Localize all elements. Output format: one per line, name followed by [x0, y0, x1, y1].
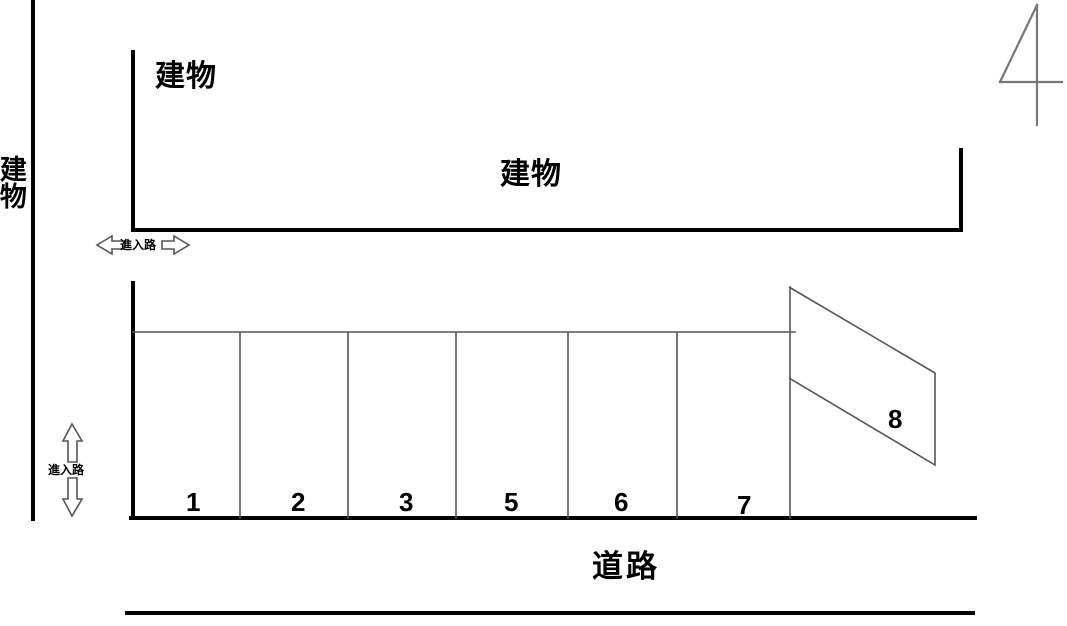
label-building-center: 建物: [500, 158, 562, 191]
label-building-top-left: 建物: [155, 60, 217, 93]
parking-stall-grid: [132, 286, 796, 519]
parking-stall-number-2: 2: [291, 487, 306, 517]
entry-arrow-horizontal: [95, 234, 191, 256]
label-road-bottom: 道路: [592, 549, 660, 584]
page-mark-4-glyph: [998, 3, 1064, 127]
parking-stall-number-7: 7: [737, 490, 752, 520]
parking-stall-number-3: 3: [399, 487, 414, 517]
entry-arrow-vertical: [61, 422, 84, 518]
building-outline: [131, 50, 963, 232]
parking-stall-number-6: 6: [614, 487, 629, 517]
parking-lot-boundary: [129, 281, 977, 520]
label-entry-road-vertical: 進入路: [48, 463, 85, 477]
parking-stall-8-shape: [788, 286, 936, 467]
label-building-left-vertical: 建物: [0, 155, 26, 209]
label-entry-road-horizontal: 進入路: [120, 238, 157, 252]
parking-stall-number-8: 8: [888, 404, 903, 434]
parking-stall-number-1: 1: [186, 487, 201, 517]
parking-stall-number-5: 5: [504, 487, 519, 517]
